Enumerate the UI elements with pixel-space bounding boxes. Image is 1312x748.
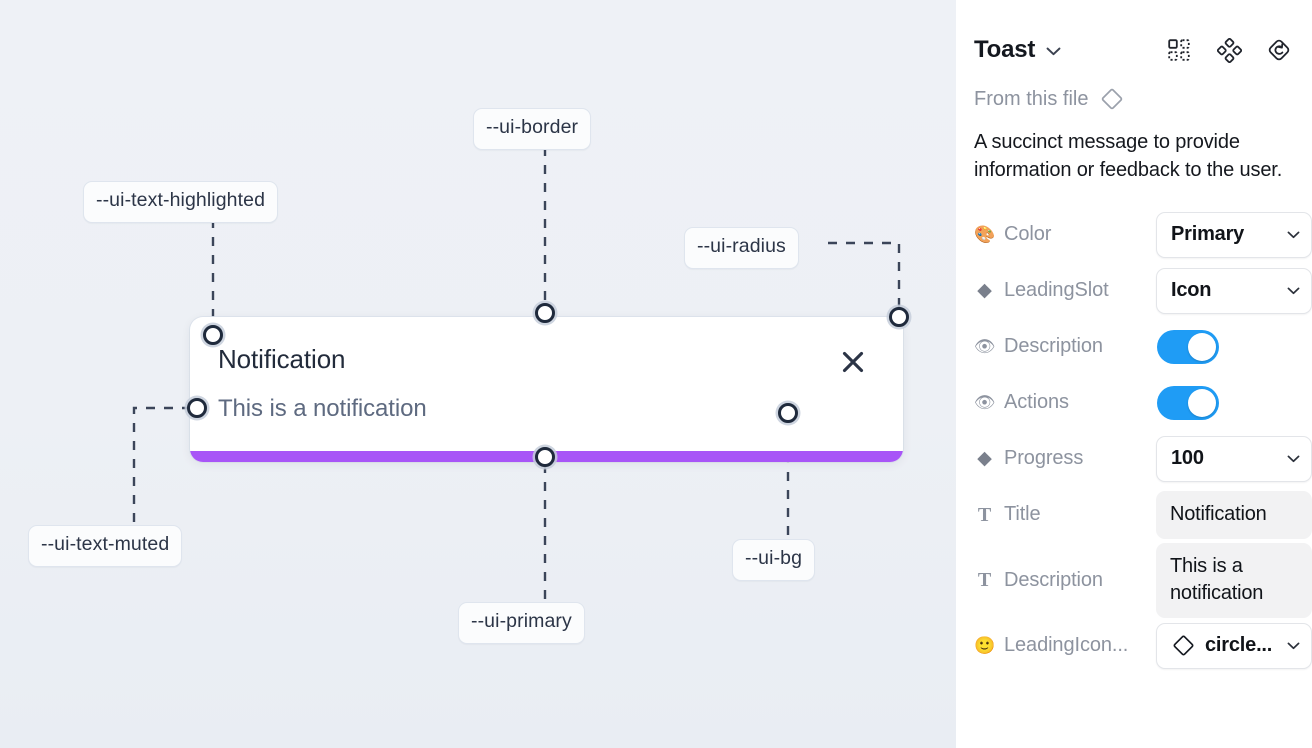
property-label-text: LeadingIcon... [1004,634,1129,657]
eye-emoji-icon: 👁 [974,393,996,413]
handle-ui-border[interactable] [535,303,555,323]
token-label-ui-border[interactable]: --ui-border [473,108,592,150]
properties-panel: Toast [956,0,1312,748]
property-label-text: LeadingSlot [1004,279,1109,302]
diamond-outline-icon [1099,86,1125,112]
diamond-outline-icon [1171,633,1196,658]
handle-ui-text-muted[interactable] [187,398,207,418]
token-label-ui-radius[interactable]: --ui-radius [684,227,799,269]
toast-component-preview[interactable]: Notification This is a notification [190,317,903,462]
palette-emoji-icon: 🎨 [974,225,996,245]
handle-ui-radius[interactable] [889,307,909,327]
progress-select[interactable]: 100 [1156,435,1312,482]
progress-select-value: 100 [1171,447,1204,470]
from-this-file-label: From this file [974,87,1089,110]
property-row-description-visibility: 👁 Description [974,319,1294,375]
handle-ui-bg[interactable] [778,403,798,423]
chevron-down-icon [1287,642,1300,650]
property-label-description: 👁 Description [974,335,1156,358]
property-label-text: Progress [1004,447,1084,470]
description-input[interactable]: This is a notification [1156,542,1312,618]
diamond-filled-icon: ◆ [977,448,992,470]
property-label-color: 🎨 Color [974,223,1156,246]
description-toggle[interactable] [1157,329,1219,364]
chevron-down-icon[interactable] [1046,43,1061,61]
leadingicon-select[interactable]: circle... [1156,622,1312,669]
property-label-description-text: T Description [974,569,1156,592]
chevron-down-icon [1287,455,1300,463]
toast-description: This is a notification [218,395,427,422]
chevron-down-icon [1287,287,1300,295]
property-label-title: T Title [974,503,1156,526]
leadingicon-select-value: circle... [1205,634,1273,657]
reset-instance-icon[interactable] [1266,37,1292,63]
title-input[interactable]: Notification [1156,490,1312,539]
property-row-description-text: T Description This is a notification [974,542,1312,618]
property-label-text: Title [1004,503,1041,526]
panel-header: Toast [974,0,1294,92]
token-label-ui-text-muted[interactable]: --ui-text-muted [28,525,183,567]
diamond-filled-icon: ◆ [977,280,992,302]
token-label-ui-text-highlighted[interactable]: --ui-text-highlighted [83,181,279,223]
property-row-progress: ◆ Progress 100 [974,431,1312,487]
color-select-value: Primary [1171,223,1245,246]
property-label-actions: 👁 Actions [974,391,1156,414]
property-label-text: Actions [1004,391,1069,414]
design-canvas[interactable]: --ui-text-highlighted --ui-border --ui-r… [0,0,956,748]
close-x-icon[interactable] [840,349,866,375]
component-description: A succinct message to provide informatio… [974,131,1283,182]
chevron-down-icon [1287,231,1300,239]
variants-diamond-icon[interactable] [1216,37,1242,63]
component-grid-icon[interactable] [1166,37,1192,63]
text-type-icon: T [977,569,992,592]
property-label-leadingicon: 🙂 LeadingIcon... [974,634,1156,657]
property-label-text: Description [1004,568,1103,591]
token-label-ui-primary[interactable]: --ui-primary [458,602,585,644]
panel-header-actions [1166,37,1294,63]
property-row-actions-visibility: 👁 Actions [974,375,1294,431]
eye-emoji-icon: 👁 [974,337,996,357]
property-label-text: Description [1004,335,1103,358]
toggle-knob [1188,388,1216,417]
property-row-leadingicon: 🙂 LeadingIcon... circle... [974,618,1312,674]
property-label-progress: ◆ Progress [974,447,1156,470]
property-label-text: Color [1004,223,1052,246]
token-label-ui-bg[interactable]: --ui-bg [732,539,816,581]
property-label-leadingslot: ◆ LeadingSlot [974,279,1156,302]
smiley-emoji-icon: 🙂 [974,636,996,656]
property-row-title: T Title Notification [974,487,1312,543]
actions-toggle[interactable] [1157,385,1219,420]
toggle-knob [1188,332,1216,361]
from-this-file-row[interactable]: From this file [974,86,1294,112]
handle-ui-text-highlighted[interactable] [203,325,223,345]
leadingslot-select[interactable]: Icon [1156,267,1312,314]
color-select[interactable]: Primary [1156,211,1312,258]
property-row-leadingslot: ◆ LeadingSlot Icon [974,263,1312,319]
page-title: Toast [974,36,1036,63]
property-row-color: 🎨 Color Primary [974,207,1312,263]
leadingslot-select-value: Icon [1171,279,1212,302]
text-type-icon: T [977,503,992,526]
toast-title: Notification [218,344,346,374]
handle-ui-primary[interactable] [535,447,555,467]
